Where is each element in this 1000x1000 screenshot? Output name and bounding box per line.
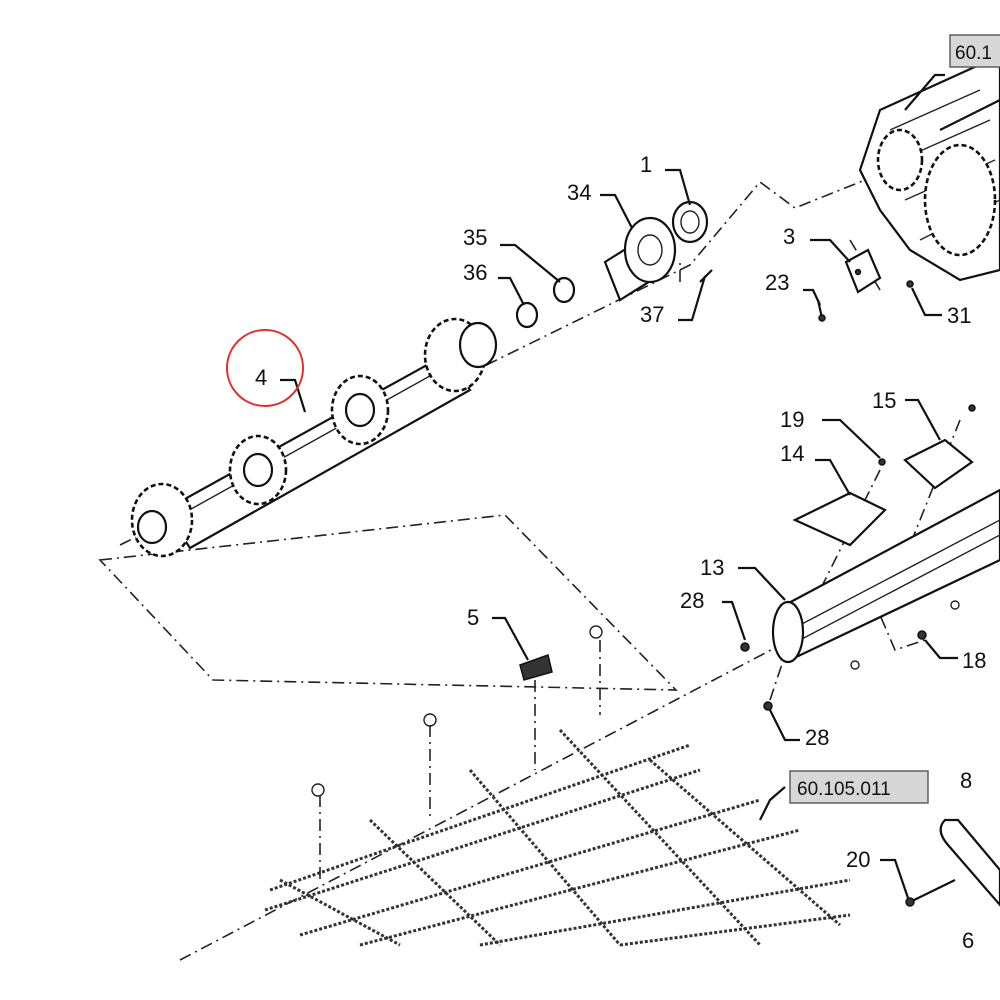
callout-23[interactable]: 23 [765,270,789,295]
callout-13[interactable]: 13 [700,555,724,580]
reference-box-top [949,34,1000,68]
sprocket-shaft-assembly [130,317,498,558]
cover-3 [844,248,882,294]
plate-14 [792,491,887,547]
callout-31[interactable]: 31 [947,303,971,328]
bearing-flange-34 [603,216,677,302]
rail-8 [939,818,1000,907]
callout-18[interactable]: 18 [962,648,986,673]
callout-3[interactable]: 3 [783,224,795,249]
bolt-18 [917,630,927,640]
chain-link-5 [519,654,553,681]
callout-37[interactable]: 37 [640,302,664,327]
callout-19[interactable]: 19 [780,407,804,432]
callout-35[interactable]: 35 [463,225,487,250]
seal-1 [671,200,709,244]
slat-conveyor [264,625,851,947]
cross-beam-13 [771,488,1000,664]
callout-4[interactable]: 4 [255,365,267,390]
callout-6[interactable]: 6 [962,928,974,953]
assembly-guide-lines [98,177,961,961]
callout-5[interactable]: 5 [467,605,479,630]
reference-label-top: 60.1 [955,43,992,64]
bolt-37 [699,269,713,283]
reference-box-mid[interactable] [789,770,929,804]
reference-label-mid: 60.105.011 [797,779,891,800]
bolt-31 [906,280,914,288]
plate-15 [903,438,974,490]
gearbox-assembly [858,58,1000,282]
callout-36[interactable]: 36 [463,260,487,285]
callout-20[interactable]: 20 [846,847,870,872]
bolt-20 [909,879,956,903]
ring-36 [515,301,539,329]
callout-8[interactable]: 8 [960,768,972,793]
bolt-28-lower [763,701,773,711]
pin-19 [878,458,886,466]
callout-28-upper[interactable]: 28 [680,588,704,613]
leader-lines [280,73,958,899]
callout-15[interactable]: 15 [872,388,896,413]
callout-1[interactable]: 1 [640,152,652,177]
callout-34[interactable]: 34 [567,180,591,205]
highlight-circle [226,329,304,407]
ring-35 [552,276,576,304]
callout-28-lower[interactable]: 28 [805,725,829,750]
bolt-28-upper [740,642,750,652]
callout-labels: 1 34 35 36 37 3 23 31 4 19 15 14 13 28 2… [255,152,986,953]
callout-14[interactable]: 14 [780,441,804,466]
